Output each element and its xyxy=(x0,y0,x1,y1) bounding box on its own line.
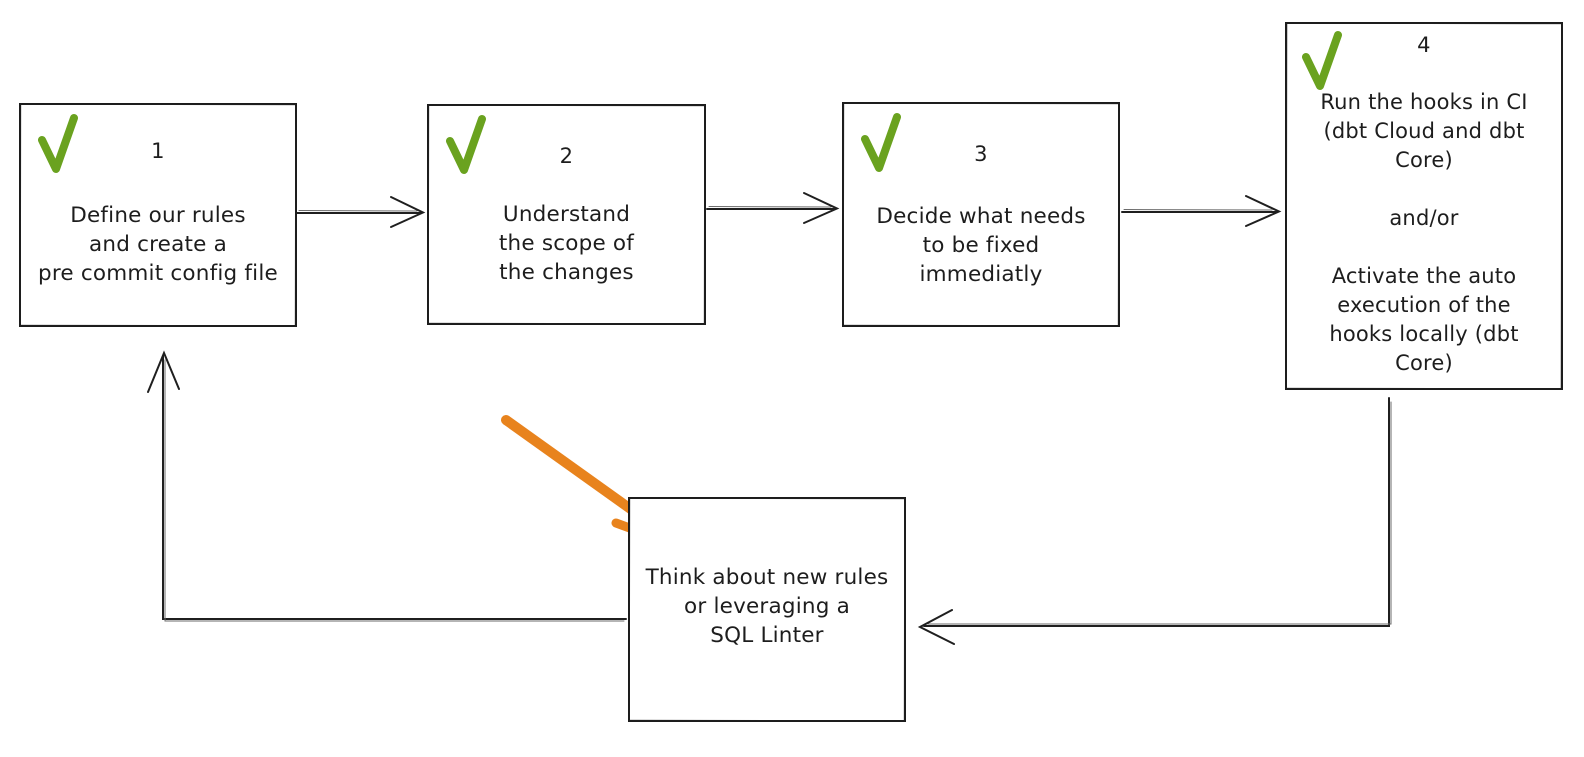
checkmark-icon xyxy=(1302,31,1342,90)
checkmark-icon xyxy=(861,113,901,172)
feedback-text: Think about new rules or leveraging a SQ… xyxy=(645,565,889,648)
step-box-4: 4 Run the hooks in CI (dbt Cloud and dbt… xyxy=(1285,22,1563,390)
step-number: 4 xyxy=(1417,33,1431,57)
arrow-step2-to-step3 xyxy=(706,192,840,224)
step-box-3: 3 Decide what needs to be fixed immediat… xyxy=(842,102,1120,327)
arrow-step3-to-step4 xyxy=(1121,195,1282,227)
step-number: 2 xyxy=(559,144,574,168)
step-number: 3 xyxy=(974,142,988,166)
arrow-step4-to-feedback xyxy=(917,397,1392,645)
step-box-1: 1 Define our rules and create a pre comm… xyxy=(19,103,297,327)
step-text: Define our rules and create a pre commit… xyxy=(38,203,278,286)
step-text: Run the hooks in CI (dbt Cloud and dbt C… xyxy=(1320,90,1528,375)
checkmark-icon xyxy=(38,114,78,173)
step-text: Understand the scope of the changes xyxy=(498,202,635,285)
arrow-step1-to-step2 xyxy=(296,196,426,228)
step-box-2: 2 Understand the scope of the changes xyxy=(427,104,706,325)
step-text: Decide what needs to be fixed immediatly xyxy=(876,204,1086,287)
feedback-box: Think about new rules or leveraging a SQ… xyxy=(628,497,906,722)
arrow-feedback-to-step1 xyxy=(147,350,627,622)
checkmark-icon xyxy=(446,115,486,174)
step-number: 1 xyxy=(151,139,165,163)
